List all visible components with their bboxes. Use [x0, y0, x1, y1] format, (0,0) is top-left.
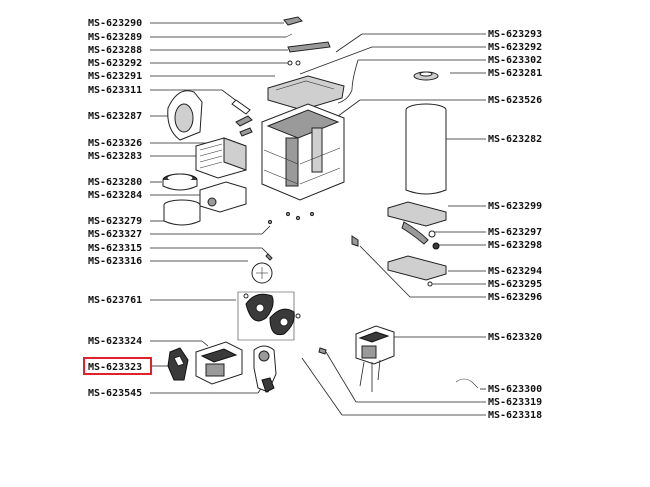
part-lid [267, 75, 345, 111]
part-pins-wires [318, 347, 479, 389]
part-screws [267, 211, 315, 225]
part-filter-box [195, 137, 247, 179]
label-ms-623279[interactable]: MS-623279 [88, 216, 142, 227]
part-cube [199, 181, 247, 213]
label-ms-623291[interactable]: MS-623291 [88, 71, 142, 82]
part-assembly-761 [237, 291, 301, 341]
leader-lines [150, 22, 486, 416]
part-motor-module [195, 341, 243, 385]
label-ms-623282[interactable]: MS-623282 [488, 134, 542, 145]
label-ms-623296[interactable]: MS-623296 [488, 292, 542, 303]
label-ms-623294[interactable]: MS-623294 [488, 266, 542, 277]
label-ms-623295[interactable]: MS-623295 [488, 279, 542, 290]
label-ms-623318[interactable]: MS-623318 [488, 410, 542, 421]
label-ms-623320[interactable]: MS-623320 [488, 332, 542, 343]
part-fan-housing [167, 90, 251, 141]
label-ms-623311[interactable]: MS-623311 [88, 85, 142, 96]
part-brackets [235, 115, 253, 137]
label-ms-623300[interactable]: MS-623300 [488, 384, 542, 395]
highlight-box [83, 357, 152, 375]
label-ms-623293[interactable]: MS-623293 [488, 29, 542, 40]
left-labels: MS-623290 MS-623289 MS-623288 MS-623292 … [83, 18, 152, 399]
part-round-filter [162, 173, 198, 191]
label-ms-623280[interactable]: MS-623280 [88, 177, 142, 188]
label-ms-623545[interactable]: MS-623545 [88, 388, 142, 399]
label-ms-623292-left[interactable]: MS-623292 [88, 58, 142, 69]
right-labels: MS-623293 MS-623292 MS-623302 MS-623281 … [488, 29, 542, 421]
part-right-trays [351, 201, 447, 287]
label-ms-623319[interactable]: MS-623319 [488, 397, 542, 408]
part-top-clip [283, 16, 331, 66]
label-ms-623316[interactable]: MS-623316 [88, 256, 142, 267]
label-ms-623327[interactable]: MS-623327 [88, 229, 142, 240]
label-ms-623324[interactable]: MS-623324 [88, 336, 142, 347]
label-ms-623289[interactable]: MS-623289 [88, 32, 142, 43]
part-drawings [162, 16, 479, 393]
part-cylinder-left [163, 199, 201, 226]
label-ms-623315[interactable]: MS-623315 [88, 243, 142, 254]
label-ms-623323-highlighted[interactable]: MS-623323 [88, 362, 142, 373]
label-ms-623290[interactable]: MS-623290 [88, 18, 142, 29]
label-ms-623761[interactable]: MS-623761 [88, 295, 142, 306]
label-ms-623526[interactable]: MS-623526 [488, 95, 542, 106]
label-ms-623283[interactable]: MS-623283 [88, 151, 142, 162]
part-motor-320 [355, 325, 395, 392]
label-ms-623298[interactable]: MS-623298 [488, 240, 542, 251]
part-housing [261, 103, 345, 201]
part-ms-623323 [167, 347, 189, 381]
part-knob [251, 253, 273, 284]
label-ms-623297[interactable]: MS-623297 [488, 227, 542, 238]
label-ms-623326[interactable]: MS-623326 [88, 138, 142, 149]
label-ms-623299[interactable]: MS-623299 [488, 201, 542, 212]
part-bracket-545 [253, 345, 277, 393]
label-ms-623288[interactable]: MS-623288 [88, 45, 142, 56]
label-ms-623281[interactable]: MS-623281 [488, 68, 542, 79]
label-ms-623292-right[interactable]: MS-623292 [488, 42, 542, 53]
label-ms-623287[interactable]: MS-623287 [88, 111, 142, 122]
label-ms-623284[interactable]: MS-623284 [88, 190, 142, 201]
label-ms-623302[interactable]: MS-623302 [488, 55, 542, 66]
part-tall-cylinder [405, 71, 447, 195]
